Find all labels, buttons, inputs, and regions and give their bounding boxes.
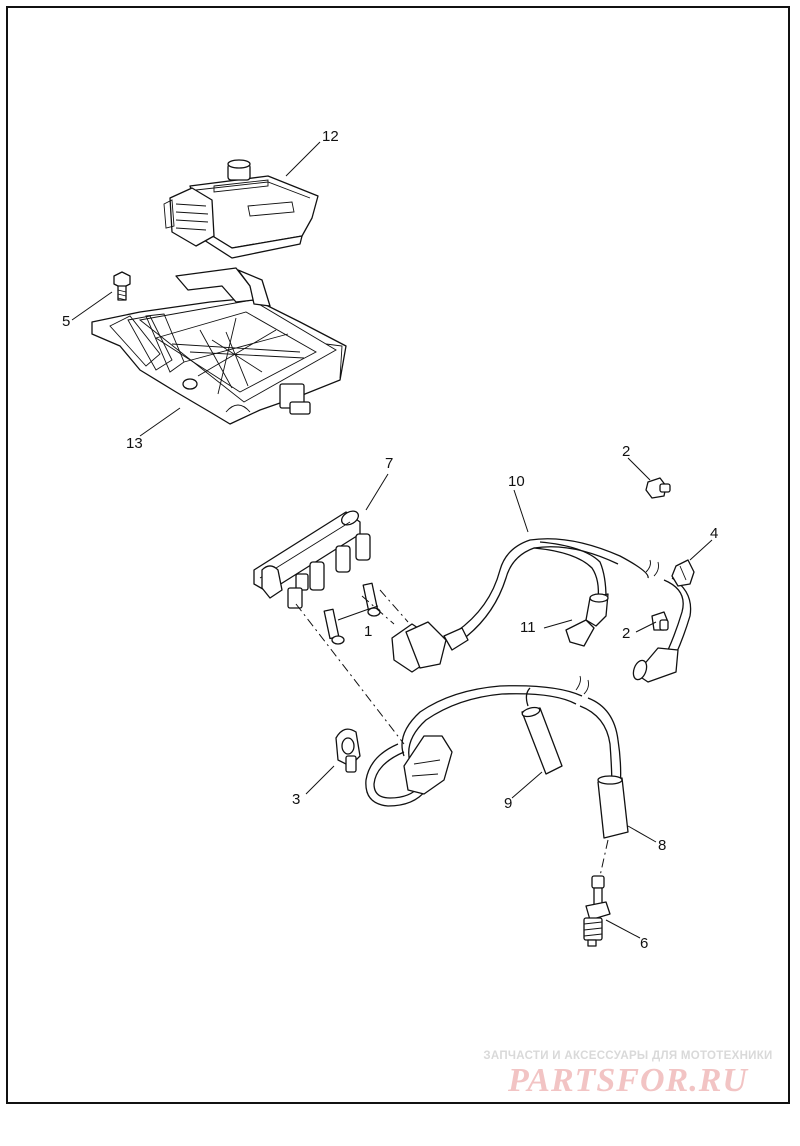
spark-plug-wire-set[interactable] bbox=[391, 538, 692, 683]
callout-5: 5 bbox=[62, 313, 70, 330]
callout-8: 8 bbox=[658, 837, 666, 854]
leader-lines bbox=[71, 141, 713, 939]
spark-plug-wire-front[interactable] bbox=[365, 675, 629, 839]
callout-9: 9 bbox=[504, 795, 512, 812]
wire-retainer-clip-upper[interactable] bbox=[645, 477, 671, 499]
callout-12: 12 bbox=[322, 128, 339, 145]
wire-holder-clip[interactable] bbox=[671, 559, 695, 587]
ecm-module[interactable] bbox=[163, 159, 319, 259]
callout-13: 13 bbox=[126, 435, 143, 452]
callout-2-lower: 2 bbox=[622, 625, 630, 642]
wire-clip[interactable] bbox=[335, 728, 361, 773]
callout-1: 1 bbox=[364, 623, 372, 640]
watermark-tagline: ЗАПЧАСТИ И АКСЕССУАРЫ ДЛЯ МОТОТЕХНИКИ bbox=[483, 1050, 773, 1062]
screw[interactable] bbox=[113, 271, 131, 301]
callout-10: 10 bbox=[508, 473, 525, 490]
watermark: ЗАПЧАСТИ И АКСЕССУАРЫ ДЛЯ МОТОТЕХНИКИ PA… bbox=[478, 1050, 778, 1100]
callout-6: 6 bbox=[640, 935, 648, 952]
wire-retainer-clip-lower[interactable] bbox=[651, 611, 669, 631]
callout-11: 11 bbox=[520, 619, 536, 636]
ecm-tray[interactable] bbox=[91, 267, 347, 425]
spark-plug-boot[interactable] bbox=[521, 687, 563, 775]
spark-plug[interactable] bbox=[583, 875, 611, 947]
callout-3: 3 bbox=[292, 791, 300, 808]
ignition-coil[interactable] bbox=[253, 508, 371, 609]
coil-bolt-right[interactable] bbox=[362, 582, 381, 617]
coil-bolt-left[interactable] bbox=[323, 608, 345, 645]
callout-2-upper: 2 bbox=[622, 443, 630, 460]
drawing-frame bbox=[6, 6, 790, 1104]
assembly-lines bbox=[295, 589, 609, 877]
callout-4: 4 bbox=[710, 525, 718, 542]
watermark-brand: PARTSFOR.RU bbox=[508, 1062, 748, 1099]
callout-7: 7 bbox=[385, 455, 393, 472]
